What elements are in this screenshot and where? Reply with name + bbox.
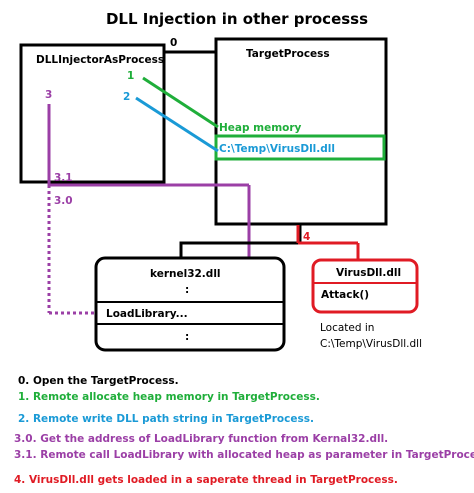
arrow-step-2: [135, 96, 219, 153]
arrow-label-3-1: 3.1: [54, 172, 73, 184]
step-2-text: 2. Remote write DLL path string in Targe…: [18, 413, 314, 425]
arrow-label-0: 0: [170, 37, 177, 49]
step-3-1-text: 3.1. Remote call LoadLibrary with alloca…: [14, 449, 474, 461]
steps-legend: 0. Open the TargetProcess. 1. Remote all…: [14, 375, 474, 486]
arrow-label-3-0: 3.0: [54, 195, 73, 207]
arrow-step-1: [142, 76, 219, 129]
step-1-text: 1. Remote allocate heap memory in Target…: [18, 391, 320, 403]
diagram-title: DLL Injection in other processs: [106, 10, 368, 28]
arrow-label-3: 3: [45, 89, 52, 101]
virusdll-label: VirusDll.dll: [336, 267, 401, 279]
heap-memory-box: [214, 134, 386, 161]
kernel32-box: [94, 256, 286, 352]
step-4-text: 4. VirusDll.dll gets loaded in a saperat…: [14, 474, 398, 486]
heap-memory-label: Heap memory: [219, 122, 302, 134]
attack-function-label: Attack(): [321, 289, 369, 301]
arrow-label-2: 2: [123, 91, 130, 103]
kernel32-label: kernel32.dll: [150, 268, 221, 280]
kernel-ellipsis-bottom: :: [185, 331, 189, 343]
arrow-label-1: 1: [127, 70, 134, 82]
step-0-text: 0. Open the TargetProcess.: [18, 375, 179, 387]
injector-process-box: [19, 43, 166, 184]
target-process-label: TargetProcess: [246, 48, 330, 60]
target-process-box: [214, 37, 388, 226]
connector-target-to-kernel: [179, 224, 302, 260]
location-note-line1: Located in: [320, 322, 374, 334]
loadlibrary-label: LoadLibrary...: [106, 308, 188, 320]
location-note-line2: C:\Temp\VirusDll.dll: [320, 338, 422, 350]
kernel-ellipsis-top: :: [185, 284, 189, 296]
injector-process-label: DLLInjectorAsProcess: [36, 54, 164, 66]
step-3-0-text: 3.0. Get the address of LoadLibrary func…: [14, 433, 388, 445]
arrow-label-4: 4: [303, 231, 310, 243]
dll-path-string: C:\Temp\VirusDll.dll: [219, 143, 335, 155]
virusdll-box: [311, 258, 419, 314]
